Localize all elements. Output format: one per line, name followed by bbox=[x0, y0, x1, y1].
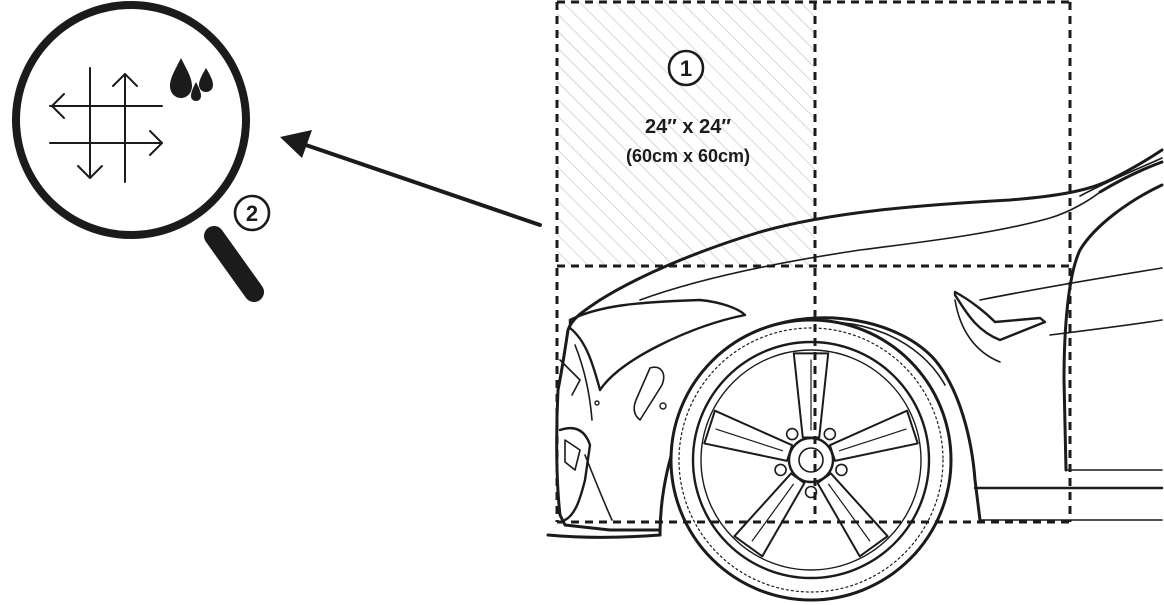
arrow-left-up-icon bbox=[280, 130, 542, 227]
test-area-hatched-square bbox=[557, 2, 815, 266]
water-droplets-icon bbox=[170, 58, 213, 101]
wheel-lug-nut bbox=[785, 427, 799, 441]
wheel-illustration bbox=[669, 318, 953, 602]
step-2-number: 2 bbox=[246, 201, 258, 226]
test-grid-dashed bbox=[555, 0, 1072, 524]
test-area-size-metric: (60cm x 60cm) bbox=[626, 146, 750, 166]
wheel-spoke-crease bbox=[838, 428, 907, 452]
step-1-number: 1 bbox=[680, 56, 692, 81]
step-1-badge: 1 bbox=[667, 49, 705, 87]
wheel-spoke-crease bbox=[828, 483, 871, 542]
test-area-size-imperial: 24″ x 24″ bbox=[645, 116, 731, 138]
wheel-spoke-crease bbox=[751, 483, 794, 542]
wheel-lug-nut bbox=[823, 427, 837, 441]
wheel-lug-nut bbox=[774, 463, 787, 477]
wheel-lug-nut bbox=[835, 463, 848, 477]
magnifying-glass-icon bbox=[12, 1, 264, 302]
step-2-badge: 2 bbox=[233, 194, 271, 232]
four-way-arrows-grid-icon bbox=[49, 67, 163, 183]
wheel-spoke-crease bbox=[715, 428, 784, 452]
